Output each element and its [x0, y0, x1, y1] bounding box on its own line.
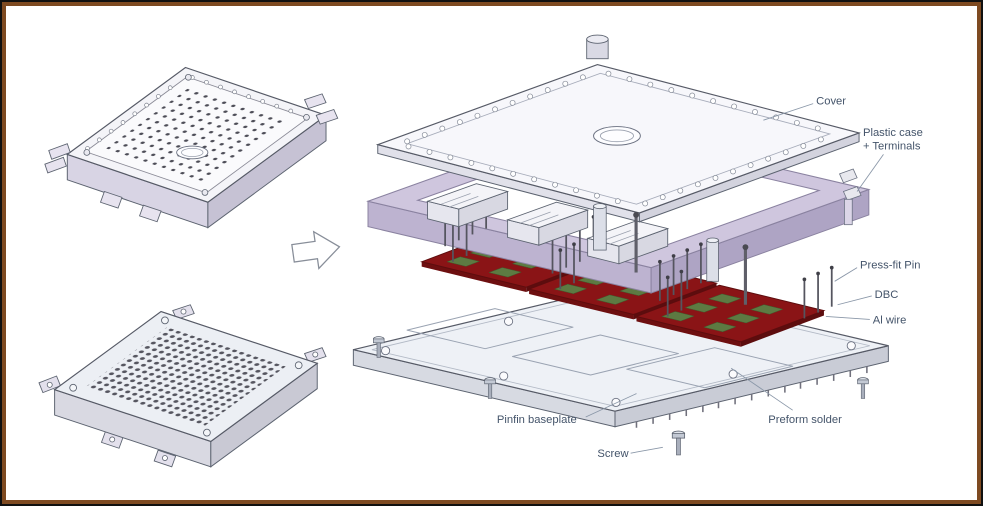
module-pin-field	[106, 87, 288, 183]
module-terminal-tabs	[44, 93, 339, 223]
leader-line-screw	[630, 446, 663, 454]
callout-labels: Cover Plastic case + Terminals Press-fit…	[497, 96, 923, 460]
label-press-fit-pin: Press-fit Pin	[860, 260, 920, 272]
label-plastic-case-line2: + Terminals	[863, 141, 921, 153]
exploded-arrow-icon	[291, 230, 341, 270]
exploded-module-figure: Cover Plastic case + Terminals Press-fit…	[38, 34, 923, 468]
leader-line-preform-solder	[730, 367, 793, 411]
center-posts	[593, 203, 749, 305]
label-plastic-case-line1: Plastic case	[863, 127, 923, 139]
exploded-view: Cover Plastic case + Terminals Press-fit…	[352, 34, 923, 460]
leader-line-plastic-case	[856, 154, 884, 192]
dbc-substrate-3	[634, 284, 826, 347]
baseplate-pinfin-field	[86, 327, 286, 426]
leader-line-press-fit-pin	[834, 267, 858, 282]
leader-lines	[585, 103, 884, 454]
screw-3	[671, 430, 686, 456]
label-screw: Screw	[597, 448, 629, 460]
label-preform-solder: Preform solder	[768, 414, 842, 426]
leader-line-al-wire	[825, 316, 870, 320]
leader-line-dbc	[837, 295, 872, 306]
pinfin-baseplate-view	[38, 304, 327, 468]
cover-logo	[593, 126, 641, 146]
module-edge-bumps	[85, 75, 294, 151]
label-cover: Cover	[816, 96, 846, 108]
baseplate-ear-holes	[46, 308, 319, 461]
leader-line-cover	[763, 103, 814, 121]
preform-solder-zones	[406, 308, 794, 389]
baseplate-corner-holes	[69, 316, 303, 437]
exploded-baseplate-inner-outline	[371, 288, 870, 407]
module-corner-screws	[83, 73, 310, 196]
case-terminal-slots	[839, 168, 862, 226]
label-al-wire: Al wire	[873, 314, 907, 326]
pinfin-edge-pins	[635, 366, 868, 428]
label-dbc: DBC	[875, 289, 899, 301]
cover-part	[375, 34, 862, 223]
cover-post	[586, 34, 609, 60]
cover-bumps	[404, 70, 824, 207]
screw-4	[857, 377, 869, 399]
label-pinfin-baseplate: Pinfin baseplate	[497, 414, 577, 426]
assembled-module-view	[44, 66, 339, 229]
cover-inner-outline	[405, 72, 832, 205]
module-logo	[176, 145, 209, 160]
leader-line-pinfin-baseplate	[585, 393, 637, 418]
